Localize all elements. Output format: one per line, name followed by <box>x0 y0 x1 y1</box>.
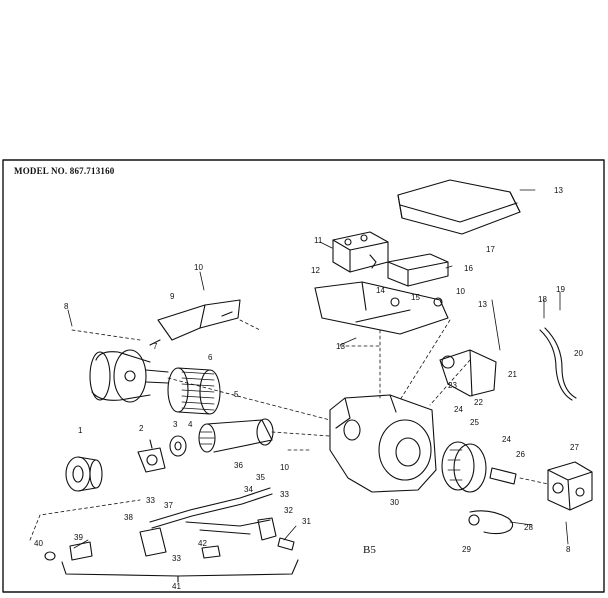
callout-29: 29 <box>462 545 471 554</box>
callout-23: 23 <box>448 381 457 390</box>
callout-31: 31 <box>302 517 311 526</box>
callout-20: 20 <box>574 349 583 358</box>
callout-39: 39 <box>74 533 83 542</box>
callout-22: 22 <box>474 398 483 407</box>
callout-5: 5 <box>234 390 239 399</box>
part-28-cad-cell <box>468 510 514 535</box>
callout-3: 3 <box>173 420 178 429</box>
callout-36: 36 <box>234 461 243 470</box>
callout-42: 42 <box>198 539 207 548</box>
callout-28: 28 <box>524 523 533 532</box>
callout-33b: 33 <box>280 490 289 499</box>
part-38-electrode-holder <box>139 527 167 557</box>
model-number-label: MODEL NO. 867.713160 <box>14 166 115 176</box>
callout-leaders <box>67 189 569 549</box>
callout-19: 19 <box>556 285 565 294</box>
callout-13a: 13 <box>554 186 563 195</box>
part-3-seal-ring <box>169 435 187 457</box>
callout-8b: 8 <box>566 545 571 554</box>
part-1-flange <box>65 456 103 492</box>
part-40-plug <box>44 551 56 561</box>
callout-26: 26 <box>516 450 525 459</box>
callout-24a: 24 <box>454 405 463 414</box>
part-36-nozzle-line <box>149 487 273 535</box>
assembly-leader-lines <box>29 319 549 541</box>
callout-4: 4 <box>188 420 193 429</box>
callout-24b: 24 <box>502 435 511 444</box>
callout-18: 18 <box>538 295 547 304</box>
part-42-clamp <box>201 545 221 559</box>
part-2-pump-coupling <box>137 439 166 473</box>
part-6-blower-wheel <box>167 367 221 415</box>
callout-6: 6 <box>208 353 213 362</box>
callout-35: 35 <box>256 473 265 482</box>
callout-14: 14 <box>376 286 385 295</box>
part-12-mounting-plate <box>314 281 449 335</box>
part-7-motor <box>89 339 169 403</box>
callout-12: 12 <box>311 266 320 275</box>
callout-7: 7 <box>153 342 158 351</box>
callout-8a: 8 <box>64 302 69 311</box>
callout-11: 11 <box>314 236 323 245</box>
callout-33c: 33 <box>172 554 181 563</box>
callout-32: 32 <box>284 506 293 515</box>
callout-37: 37 <box>164 501 173 510</box>
callout-41: 41 <box>172 582 181 591</box>
callout-labels: 1 2 3 4 5 6 7 8 8 9 10 10 10 11 12 13 13… <box>34 186 583 591</box>
callout-30: 30 <box>390 498 399 507</box>
callout-15: 15 <box>411 293 420 302</box>
callout-9: 9 <box>170 292 175 301</box>
callout-13b: 13 <box>336 342 345 351</box>
callout-1: 1 <box>78 426 83 435</box>
part-11-transformer <box>332 231 389 273</box>
part-16-control-box <box>387 253 449 287</box>
callout-40: 40 <box>34 539 43 548</box>
callout-10c: 10 <box>456 287 465 296</box>
callout-33a: 33 <box>146 496 155 505</box>
part-20-wire <box>539 327 577 401</box>
part-17-cover <box>397 179 521 235</box>
callout-38: 38 <box>124 513 133 522</box>
part-31-nozzle-tip <box>277 537 295 551</box>
callout-17: 17 <box>486 245 495 254</box>
callout-10a: 10 <box>194 263 203 272</box>
callout-34: 34 <box>244 485 253 494</box>
diagram-code-label: B5 <box>363 544 376 556</box>
part-30-burner-housing <box>329 394 437 493</box>
part-39-fitting <box>69 541 93 561</box>
diagram-border <box>2 159 605 593</box>
part-9-bracket <box>157 299 241 341</box>
callout-13c: 13 <box>478 300 487 309</box>
callout-2: 2 <box>139 424 144 433</box>
callout-10b: 10 <box>280 463 289 472</box>
part-32-nozzle <box>257 517 277 541</box>
callout-21: 21 <box>508 370 517 379</box>
part-25-air-band <box>441 441 487 493</box>
part-4-air-tube <box>198 418 274 453</box>
part-27-fuel-pump <box>547 461 593 511</box>
callout-25: 25 <box>470 418 479 427</box>
callout-16: 16 <box>464 264 473 273</box>
callout-27: 27 <box>570 443 579 452</box>
part-26-coupling <box>489 467 517 485</box>
part-21-detector-bracket <box>439 349 497 397</box>
